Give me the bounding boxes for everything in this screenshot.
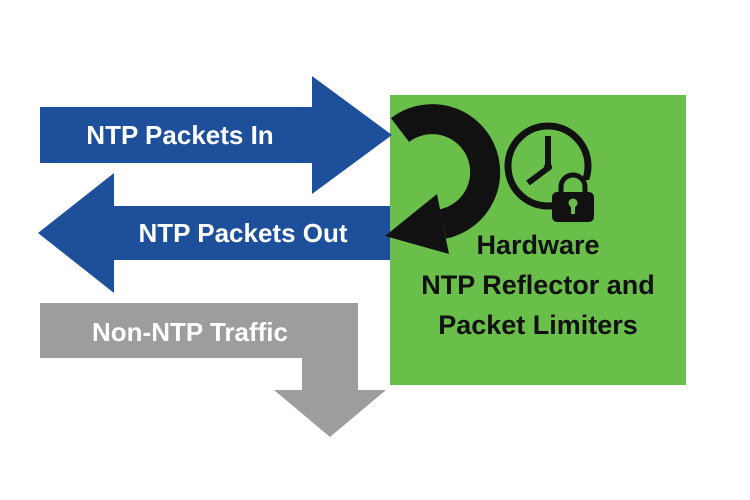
box-label-line-2: NTP Reflector and <box>421 270 655 300</box>
ntp-in-arrow-label: NTP Packets In <box>86 120 273 150</box>
clock-lock-icon <box>504 122 600 228</box>
box-label-line-3: Packet Limiters <box>438 310 638 340</box>
non-ntp-arrow <box>40 303 386 437</box>
clock-hour-hand <box>526 165 550 186</box>
box-label-line-1: Hardware <box>476 230 599 260</box>
clock-center-dot <box>544 163 552 171</box>
u-turn-arrow-icon <box>385 104 501 254</box>
ntp-out-arrow <box>38 173 390 293</box>
ntp-out-arrow-label: NTP Packets Out <box>138 218 347 248</box>
u-turn-arrow-shaft <box>390 104 501 239</box>
lock-keyhole-slot <box>571 205 575 214</box>
lock-keyhole <box>568 198 578 208</box>
lock-shackle <box>558 172 588 194</box>
non-ntp-arrow-label: Non-NTP Traffic <box>92 317 288 347</box>
clock-face <box>504 122 592 210</box>
ntp-in-arrow <box>40 76 392 194</box>
u-turn-arrow-head <box>385 194 449 254</box>
